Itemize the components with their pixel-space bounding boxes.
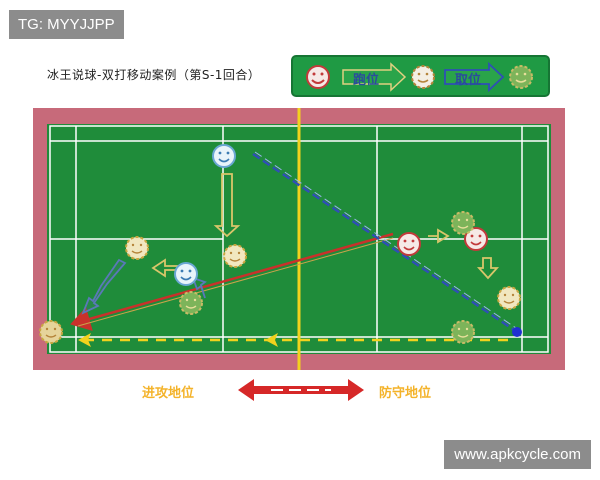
legend-run-arrow-icon [342, 62, 407, 92]
move-arrow-down-right [476, 257, 500, 280]
shuttle-point [512, 327, 522, 337]
run-face-left-corner [39, 320, 63, 344]
player-red-2 [464, 227, 488, 251]
run-position-faces [39, 236, 521, 344]
dashed-arrow-head-mid [265, 333, 278, 347]
legend-take-arrow-icon [444, 61, 505, 93]
blue-shot-line [252, 152, 518, 334]
take-position-faces [179, 211, 475, 344]
badminton-court [33, 108, 565, 370]
player-blue-front [212, 144, 236, 168]
legend-run-face-icon [411, 65, 435, 89]
run-face-right-back [497, 286, 521, 310]
take-face-left [179, 291, 203, 315]
take-face-right-top [451, 211, 475, 235]
court-svg [33, 108, 565, 370]
defense-position-label: 防守地位 [379, 386, 432, 401]
move-arrow-down-left [213, 173, 241, 238]
attack-position-label: 进攻地位 [142, 386, 195, 401]
move-arrow-right-small [428, 228, 450, 244]
diagram-title: 冰王说球-双打移动案例（第S-1回合） [47, 68, 261, 82]
legend-box: 跑位 取位 [291, 55, 550, 97]
take-face-right-bottom [451, 320, 475, 344]
player-red-1 [397, 232, 421, 256]
blue-shot-line-light [254, 151, 520, 331]
legend-graphics [306, 61, 533, 93]
watermark-top: TG: MYYJJPP [9, 10, 124, 39]
red-shot-line [70, 232, 394, 331]
legend-player-icon [306, 65, 330, 89]
red-shot-shadow [77, 237, 394, 327]
switch-double-arrow-icon [238, 379, 364, 401]
legend-take-label: 取位 [455, 73, 482, 88]
legend-run-label: 跑位 [353, 73, 380, 88]
player-blue-mid [174, 262, 198, 286]
run-face-left-mid [125, 236, 149, 260]
watermark-bottom: www.apkcycle.com [444, 440, 591, 469]
run-face-center [223, 244, 247, 268]
legend-take-face-icon [509, 65, 533, 89]
movement-arrows [81, 173, 500, 315]
dashed-arrow-head-left [78, 333, 91, 347]
move-arrow-to-corner [81, 258, 127, 315]
